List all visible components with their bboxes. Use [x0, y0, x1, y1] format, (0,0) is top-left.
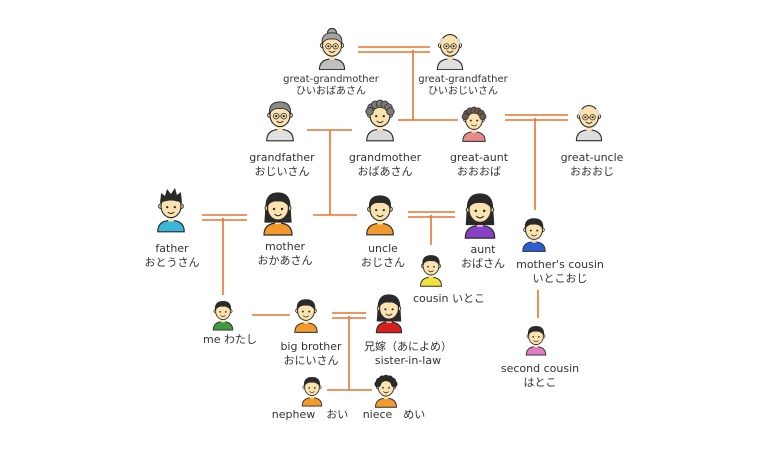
mother-en: mother — [264, 240, 306, 253]
grandmother-label: grandmother おばあさん — [349, 151, 421, 179]
great-grandfather-avatar — [436, 34, 464, 70]
grandfather-avatar — [266, 101, 294, 142]
sister-in-law-avatar — [375, 294, 403, 334]
aunt-jp: おばさん — [461, 257, 505, 270]
cousin-text: cousin いとこ — [412, 292, 486, 305]
uncle-jp: おじさん — [361, 256, 405, 269]
great-aunt-en: great-aunt — [449, 151, 509, 164]
sister-in-law-jp-text: 兄嫁（あによめ） — [364, 340, 452, 353]
mother-avatar — [263, 192, 293, 236]
second-cousin-label: second cousin はとこ — [501, 362, 579, 390]
grandmother-en: grandmother — [348, 151, 422, 164]
nephew-text: nephew おい — [271, 408, 349, 421]
great-grandmother-label: great-grandmother ひいおばあさん — [283, 74, 379, 98]
great-aunt-label: great-aunt おおおば — [450, 151, 508, 179]
great-grandfather-jp: ひいおじいさん — [428, 86, 498, 97]
big-brother-label: big brother おにいさん — [280, 340, 341, 368]
marriage-line-parents — [202, 214, 247, 221]
grandfather-en: grandfather — [249, 151, 315, 164]
father-en: father — [155, 242, 189, 255]
me-text: me わたし — [203, 333, 257, 346]
mother-label: mother おかあさん — [258, 240, 313, 268]
aunt-label: aunt おばさん — [461, 243, 505, 271]
father-jp: おとうさん — [144, 256, 200, 269]
second-cousin-avatar — [525, 326, 547, 356]
me-label: me わたし — [203, 333, 257, 347]
great-grandfather-en: great-grandfather — [418, 74, 508, 85]
great-aunt-jp: おおおば — [457, 165, 501, 178]
grandmother-avatar — [365, 99, 395, 142]
second-cousin-en: second cousin — [500, 362, 580, 375]
nephew-avatar — [301, 377, 323, 407]
great-uncle-avatar — [575, 105, 603, 142]
cousin-avatar — [420, 255, 442, 287]
great-grandmother-en: great-grandmother — [283, 74, 379, 85]
mothers-cousin-en: mother's cousin — [516, 258, 604, 271]
father-avatar — [157, 187, 185, 233]
great-grandmother-jp: ひいおばあさん — [295, 86, 366, 97]
nephew-label: nephew おい — [272, 408, 348, 422]
grandfather-label: grandfather おじいさん — [249, 151, 314, 179]
mothers-cousin-label: mother's cousin いとこおじ — [516, 258, 604, 286]
marriage-line-great-grandparents — [358, 46, 430, 53]
uncle-avatar — [366, 195, 394, 236]
second-cousin-jp: はとこ — [523, 376, 557, 389]
grandfather-jp: おじいさん — [254, 165, 310, 178]
big-brother-avatar — [294, 299, 318, 333]
mothers-cousin-avatar — [522, 218, 546, 252]
great-grandmother-avatar — [318, 28, 346, 70]
grandmother-jp: おばあさん — [357, 165, 413, 178]
aunt-en: aunt — [470, 243, 496, 256]
niece-text: niece めい — [362, 408, 426, 421]
sister-in-law-label: 兄嫁（あによめ） sister-in-law — [364, 340, 452, 368]
great-grandfather-label: great-grandfather ひいおじいさん — [418, 74, 508, 98]
uncle-en: uncle — [368, 242, 398, 255]
great-uncle-jp: おおおじ — [570, 165, 614, 178]
uncle-label: uncle おじさん — [361, 242, 405, 270]
mother-jp: おかあさん — [257, 254, 313, 267]
mothers-cousin-jp: いとこおじ — [532, 272, 588, 285]
great-aunt-avatar — [461, 106, 487, 142]
sister-in-law-en-text: sister-in-law — [374, 354, 442, 367]
great-uncle-en: great-uncle — [560, 151, 624, 164]
great-uncle-label: great-uncle おおおじ — [561, 151, 624, 179]
cousin-label: cousin いとこ — [413, 292, 485, 306]
big-brother-en: big brother — [280, 340, 342, 353]
aunt-avatar — [464, 193, 496, 239]
niece-label: niece めい — [363, 408, 426, 422]
marriage-line-great-aunt-great-uncle — [505, 114, 568, 121]
niece-avatar — [374, 374, 398, 408]
big-brother-jp: おにいさん — [283, 354, 339, 367]
father-label: father おとうさん — [145, 242, 200, 270]
me-avatar — [212, 301, 234, 331]
